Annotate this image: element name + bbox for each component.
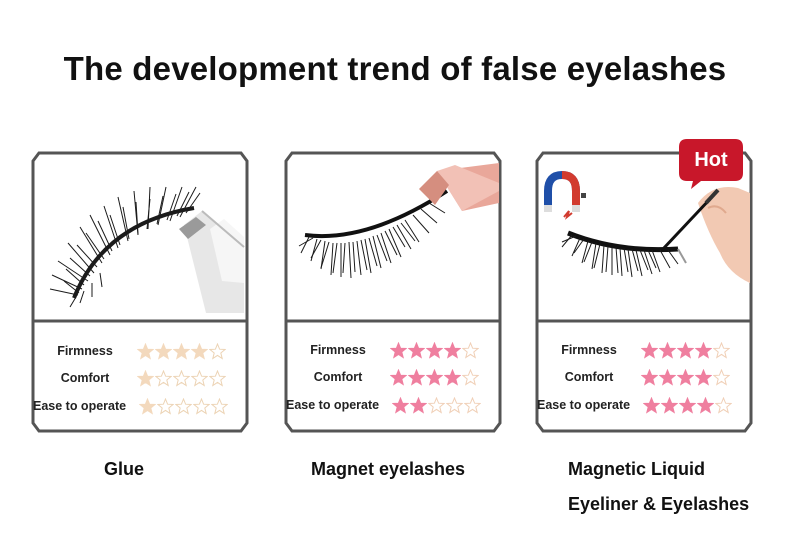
star-empty-icon [464, 396, 481, 414]
star-filled-icon [390, 368, 407, 386]
star-empty-icon [211, 397, 228, 415]
card-frame [284, 151, 502, 433]
star-filled-icon [695, 368, 712, 386]
caption-magnet-eyelashes: Magnet eyelashes [311, 459, 466, 479]
star-empty-icon [209, 342, 226, 360]
star-empty-icon [191, 369, 208, 387]
star-empty-icon [462, 368, 479, 386]
star-filled-icon [173, 342, 190, 360]
star-filled-icon [392, 396, 409, 414]
rating-row-comfort: Comfort [535, 363, 753, 391]
card-frame [535, 151, 753, 433]
rating-label: Firmness [57, 344, 113, 358]
rating-label: Firmness [310, 343, 366, 357]
rating-row-ease: Ease to operate [284, 391, 502, 419]
tweezers [419, 163, 499, 211]
star-filled-icon [408, 341, 425, 359]
star-filled-icon [677, 368, 694, 386]
star-filled-icon [137, 369, 154, 387]
rating-label: Comfort [564, 370, 614, 384]
caption-glue: Glue [104, 459, 145, 479]
rating-label: Ease to operate [33, 399, 127, 413]
star-rating [139, 397, 228, 415]
rating-row-firmness: Firmness [284, 336, 502, 364]
star-empty-icon [713, 368, 730, 386]
star-filled-icon [659, 368, 676, 386]
hot-badge-label: Hot [694, 149, 728, 171]
star-filled-icon [426, 341, 443, 359]
star-filled-icon [390, 341, 407, 359]
star-filled-icon [677, 341, 694, 359]
magnet-lash-photo [287, 163, 499, 318]
star-filled-icon [643, 396, 660, 414]
rating-label: Comfort [60, 371, 110, 385]
glue-bottle [179, 210, 245, 313]
glue-photo [34, 163, 246, 318]
rating-label: Firmness [561, 343, 617, 357]
star-filled-icon [408, 368, 425, 386]
ratings-panel: Firmness Comfort Ease to operate [31, 321, 249, 431]
star-filled-icon [659, 341, 676, 359]
star-empty-icon [209, 369, 226, 387]
star-filled-icon [155, 342, 172, 360]
star-empty-icon [713, 341, 730, 359]
star-filled-icon [641, 341, 658, 359]
page-title: The development trend of false eyelashes [63, 50, 727, 87]
star-filled-icon [137, 342, 154, 360]
caption-magnetic-liquid-line2: Eyeliner & Eyelashes [568, 494, 750, 514]
rating-row-ease: Ease to operate [535, 391, 753, 419]
rating-row-comfort: Comfort [31, 364, 249, 392]
star-empty-icon [462, 341, 479, 359]
star-filled-icon [191, 342, 208, 360]
rating-row-firmness: Firmness [31, 337, 249, 365]
star-rating [137, 369, 226, 387]
star-filled-icon [679, 396, 696, 414]
caption-magnetic-liquid-line1: Magnetic Liquid [568, 459, 705, 479]
star-empty-icon [157, 397, 174, 415]
hand-with-eyeliner [661, 187, 750, 283]
star-rating [641, 368, 730, 386]
rating-row-ease: Ease to operate [31, 392, 249, 420]
star-rating [641, 341, 730, 359]
star-empty-icon [175, 397, 192, 415]
card-magnet-eyelashes: Firmness Comfort Ease to operate [284, 151, 502, 433]
eyeliner-photo [538, 163, 750, 318]
star-filled-icon [444, 341, 461, 359]
star-filled-icon [410, 396, 427, 414]
horseshoe-magnet-icon [544, 170, 586, 220]
star-filled-icon [661, 396, 678, 414]
star-filled-icon [641, 368, 658, 386]
star-empty-icon [446, 396, 463, 414]
star-empty-icon [173, 369, 190, 387]
ratings-panel: Firmness Comfort Ease to operate [284, 321, 502, 431]
star-empty-icon [428, 396, 445, 414]
star-empty-icon [193, 397, 210, 415]
star-empty-icon [155, 369, 172, 387]
star-filled-icon [444, 368, 461, 386]
star-filled-icon [697, 396, 714, 414]
star-rating [137, 342, 226, 360]
rating-row-comfort: Comfort [284, 363, 502, 391]
star-rating [390, 368, 479, 386]
ratings-panel: Firmness Comfort Ease to operate [535, 321, 753, 431]
rating-label: Ease to operate [286, 398, 380, 412]
rating-label: Ease to operate [537, 398, 631, 412]
rating-label: Comfort [313, 370, 363, 384]
star-filled-icon [139, 397, 156, 415]
card-glue: Firmness Comfort Ease to operate [31, 151, 249, 433]
star-rating [390, 341, 479, 359]
hot-badge: Hot [677, 137, 745, 189]
star-rating [643, 396, 732, 414]
card-magnetic-liquid-eyeliner: Hot Firmness Comfort Ease to operate [535, 139, 753, 433]
star-empty-icon [715, 396, 732, 414]
star-filled-icon [695, 341, 712, 359]
star-filled-icon [426, 368, 443, 386]
rating-row-firmness: Firmness [535, 336, 753, 364]
star-rating [392, 396, 481, 414]
